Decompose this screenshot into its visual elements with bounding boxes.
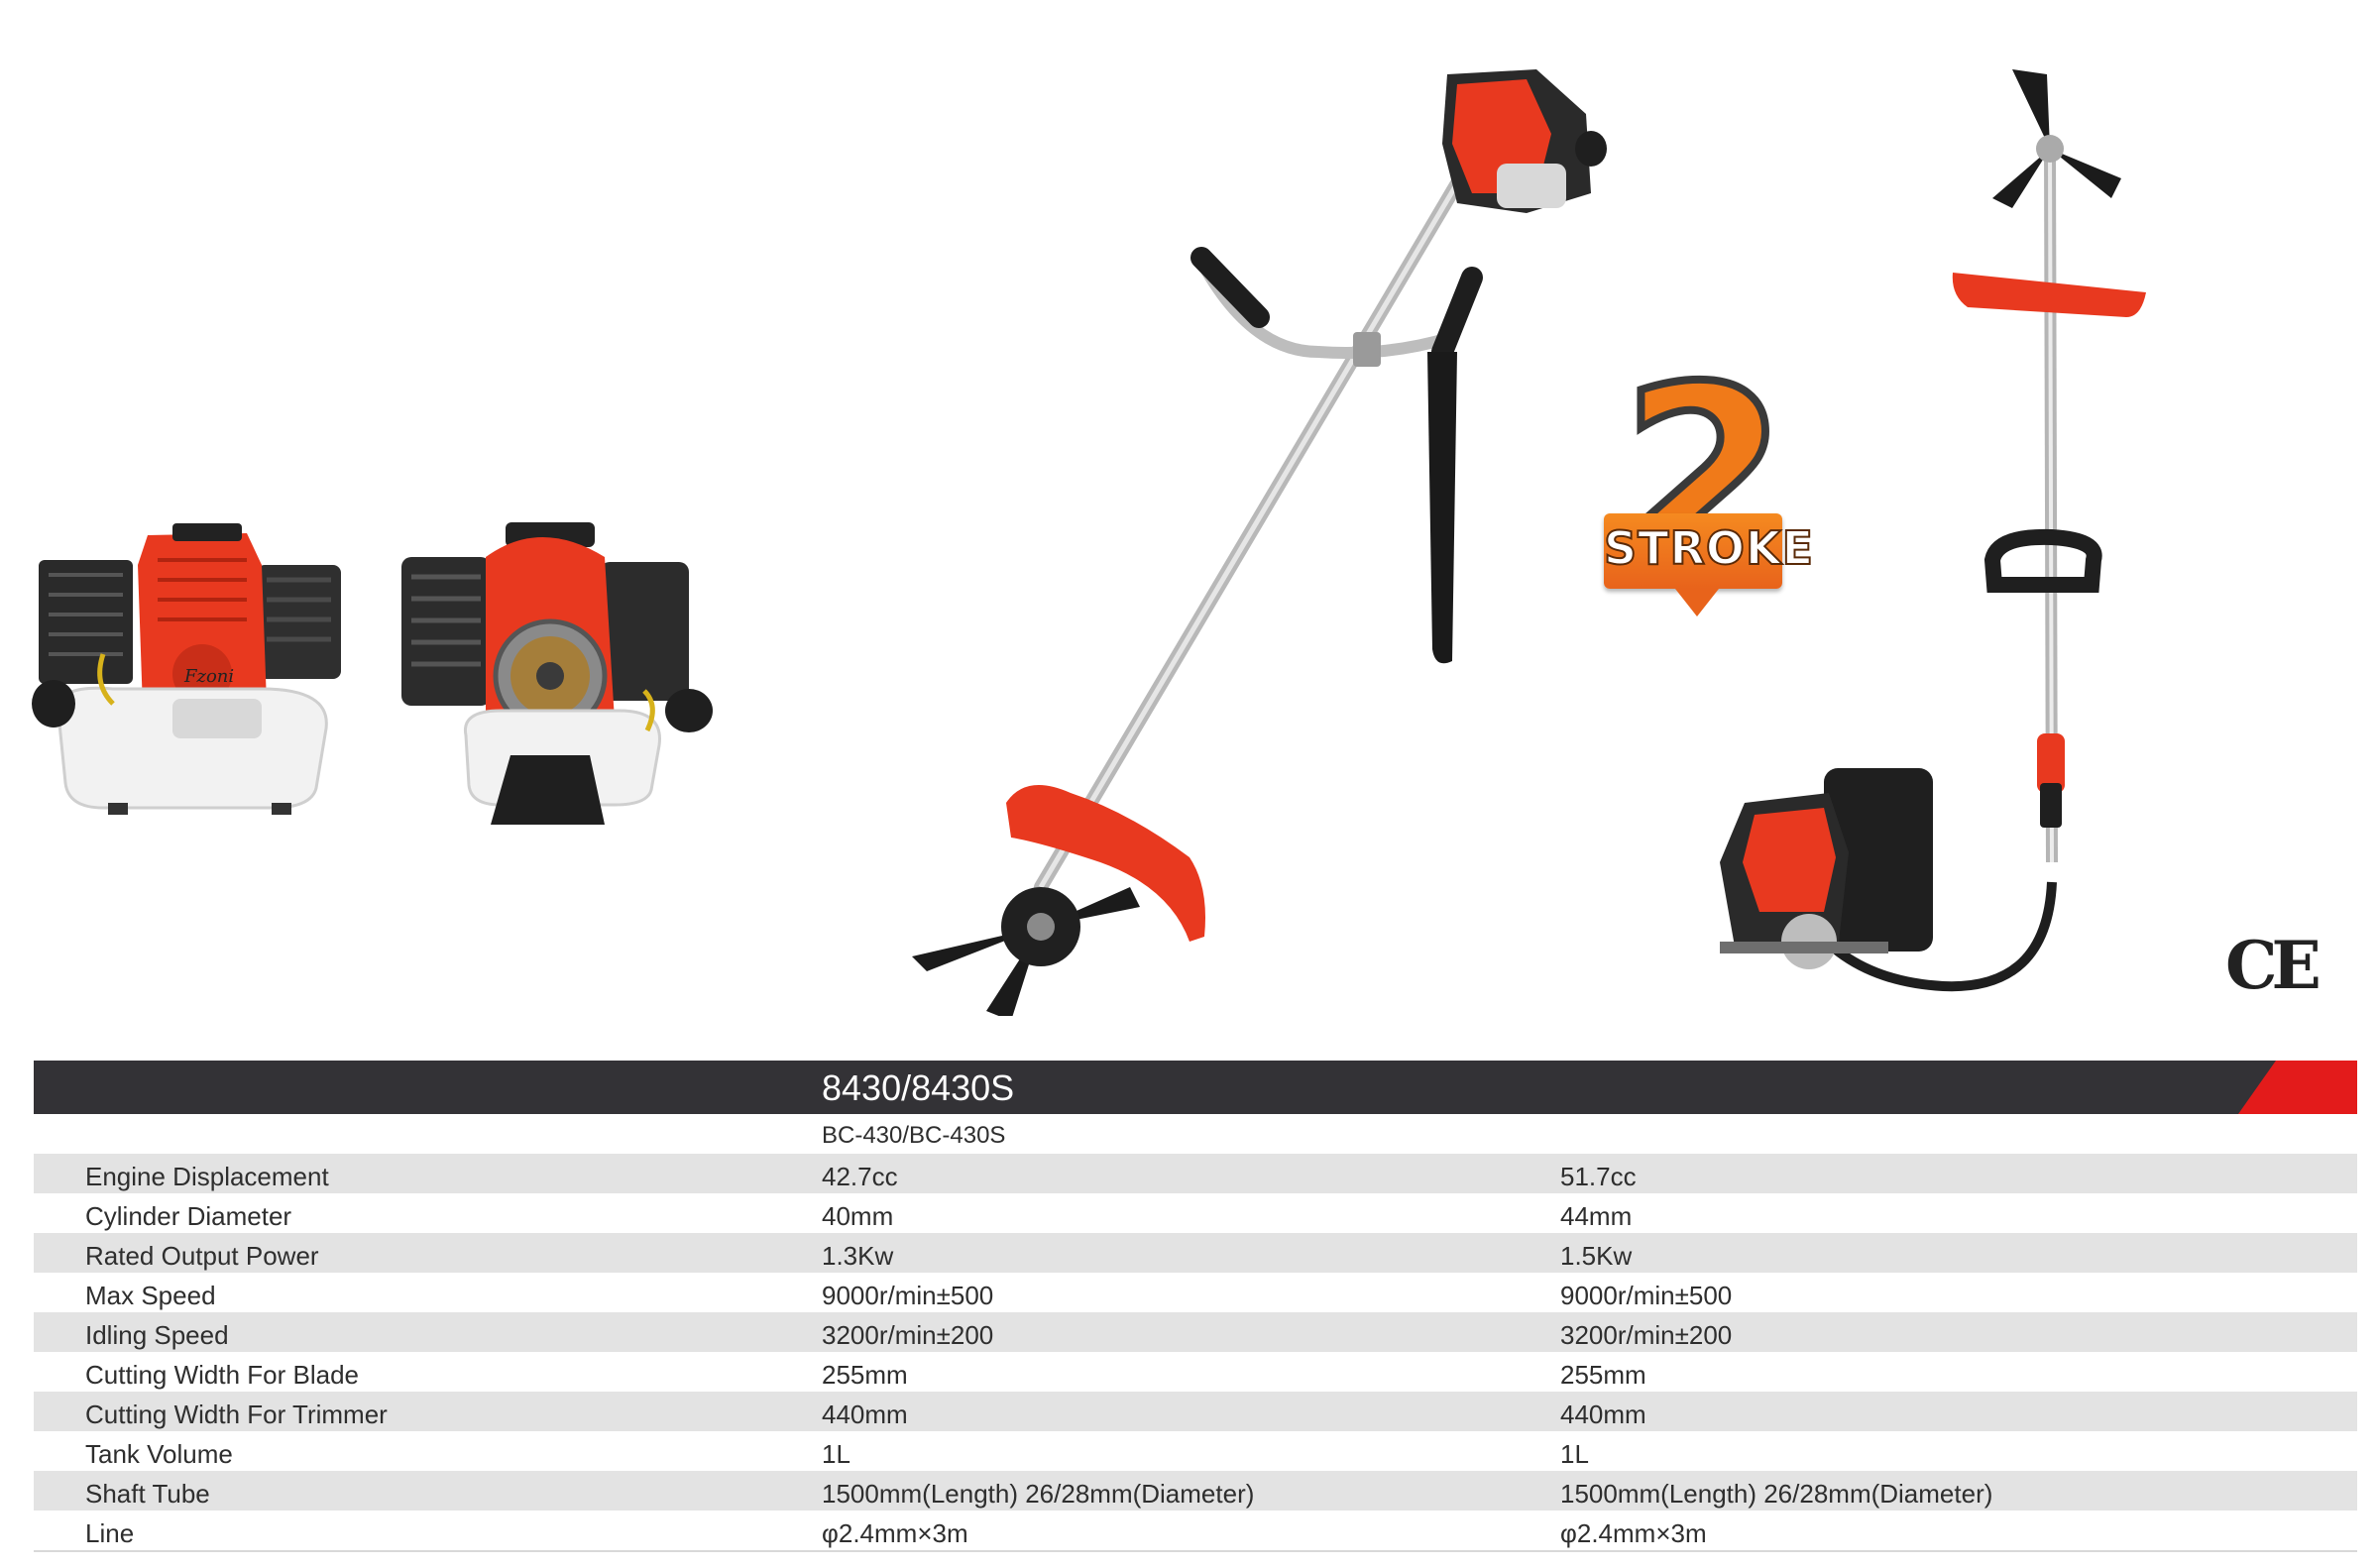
row-value-b: 1500mm(Length) 26/28mm(Diameter) — [1560, 1479, 1993, 1509]
row-value-a: 440mm — [822, 1400, 908, 1429]
row-value-b: 9000r/min±500 — [1560, 1281, 1733, 1310]
row-value-a: 255mm — [822, 1360, 908, 1390]
row-value-a: 42.7cc — [822, 1162, 898, 1191]
table-row: Tank Volume 1L 1L — [34, 1431, 2357, 1471]
row-label: Cutting Width For Trimmer — [85, 1400, 388, 1429]
table-row: Rated Output Power 1.3Kw 1.5Kw — [34, 1233, 2357, 1273]
row-value-a: 1500mm(Length) 26/28mm(Diameter) — [822, 1479, 1255, 1509]
table-row: Cylinder Diameter 40mm 44mm — [34, 1193, 2357, 1233]
row-value-a: 40mm — [822, 1201, 894, 1231]
table-row: Shaft Tube 1500mm(Length) 26/28mm(Diamet… — [34, 1471, 2357, 1511]
row-value-b: 440mm — [1560, 1400, 1646, 1429]
row-value-b: 1.5Kw — [1560, 1241, 1633, 1271]
row-label: Cutting Width For Blade — [85, 1360, 360, 1390]
submodel-title: BC-430/BC-430S — [822, 1122, 1006, 1149]
two-stroke-badge: 2 STROKE — [1603, 351, 1815, 632]
row-label: Engine Displacement — [85, 1162, 329, 1191]
ce-certification-mark: CE — [2225, 927, 2322, 1004]
row-value-a: 1L — [822, 1439, 850, 1469]
row-label: Idling Speed — [85, 1320, 229, 1350]
row-value-b: 3200r/min±200 — [1560, 1320, 1733, 1350]
row-value-b: 44mm — [1560, 1201, 1633, 1231]
spec-table: 8430/8430S BC-430/BC-430S Engine Displac… — [34, 1061, 2357, 1552]
row-label: Cylinder Diameter — [85, 1201, 292, 1231]
row-value-b: 1L — [1560, 1439, 1589, 1469]
row-value-a: φ2.4mm×3m — [822, 1518, 968, 1548]
row-label: Shaft Tube — [85, 1479, 210, 1509]
engine-front-photo: Fzoni — [32, 523, 341, 815]
row-value-b: 51.7cc — [1560, 1162, 1637, 1191]
table-row: Engine Displacement 42.7cc 51.7cc — [34, 1154, 2357, 1193]
row-label: Rated Output Power — [85, 1241, 319, 1271]
row-value-a: 1.3Kw — [822, 1241, 894, 1271]
red-accent-tab — [2238, 1061, 2357, 1114]
row-value-a: 3200r/min±200 — [822, 1320, 994, 1350]
table-row: Cutting Width For Blade 255mm 255mm — [34, 1352, 2357, 1392]
table-row: Line φ2.4mm×3m φ2.4mm×3m — [34, 1511, 2357, 1550]
row-label: Tank Volume — [85, 1439, 233, 1469]
row-label: Max Speed — [85, 1281, 216, 1310]
row-value-b: φ2.4mm×3m — [1560, 1518, 1707, 1548]
brush-cutter-photo — [912, 69, 1607, 1016]
model-title: 8430/8430S — [822, 1067, 1015, 1108]
table-row: Max Speed 9000r/min±500 9000r/min±500 — [34, 1273, 2357, 1312]
backpack-brush-cutter-photo — [1720, 69, 2146, 992]
engine-back-photo — [401, 522, 713, 825]
table-row: Cutting Width For Trimmer 440mm 440mm — [34, 1392, 2357, 1431]
svg-text:Fzoni: Fzoni — [183, 666, 234, 687]
row-value-b: 255mm — [1560, 1360, 1646, 1390]
table-row: Idling Speed 3200r/min±200 3200r/min±200 — [34, 1312, 2357, 1352]
model-header-bar: 8430/8430S — [34, 1061, 2357, 1114]
submodel-row: BC-430/BC-430S — [34, 1114, 2357, 1154]
product-photos: Fzoni — [32, 69, 2322, 1016]
stroke-word: STROKE — [1603, 520, 1815, 576]
table-bottom-rule — [34, 1550, 2357, 1552]
stroke-ribbon — [1604, 513, 1782, 616]
row-label: Line — [85, 1518, 135, 1548]
row-value-a: 9000r/min±500 — [822, 1281, 994, 1310]
